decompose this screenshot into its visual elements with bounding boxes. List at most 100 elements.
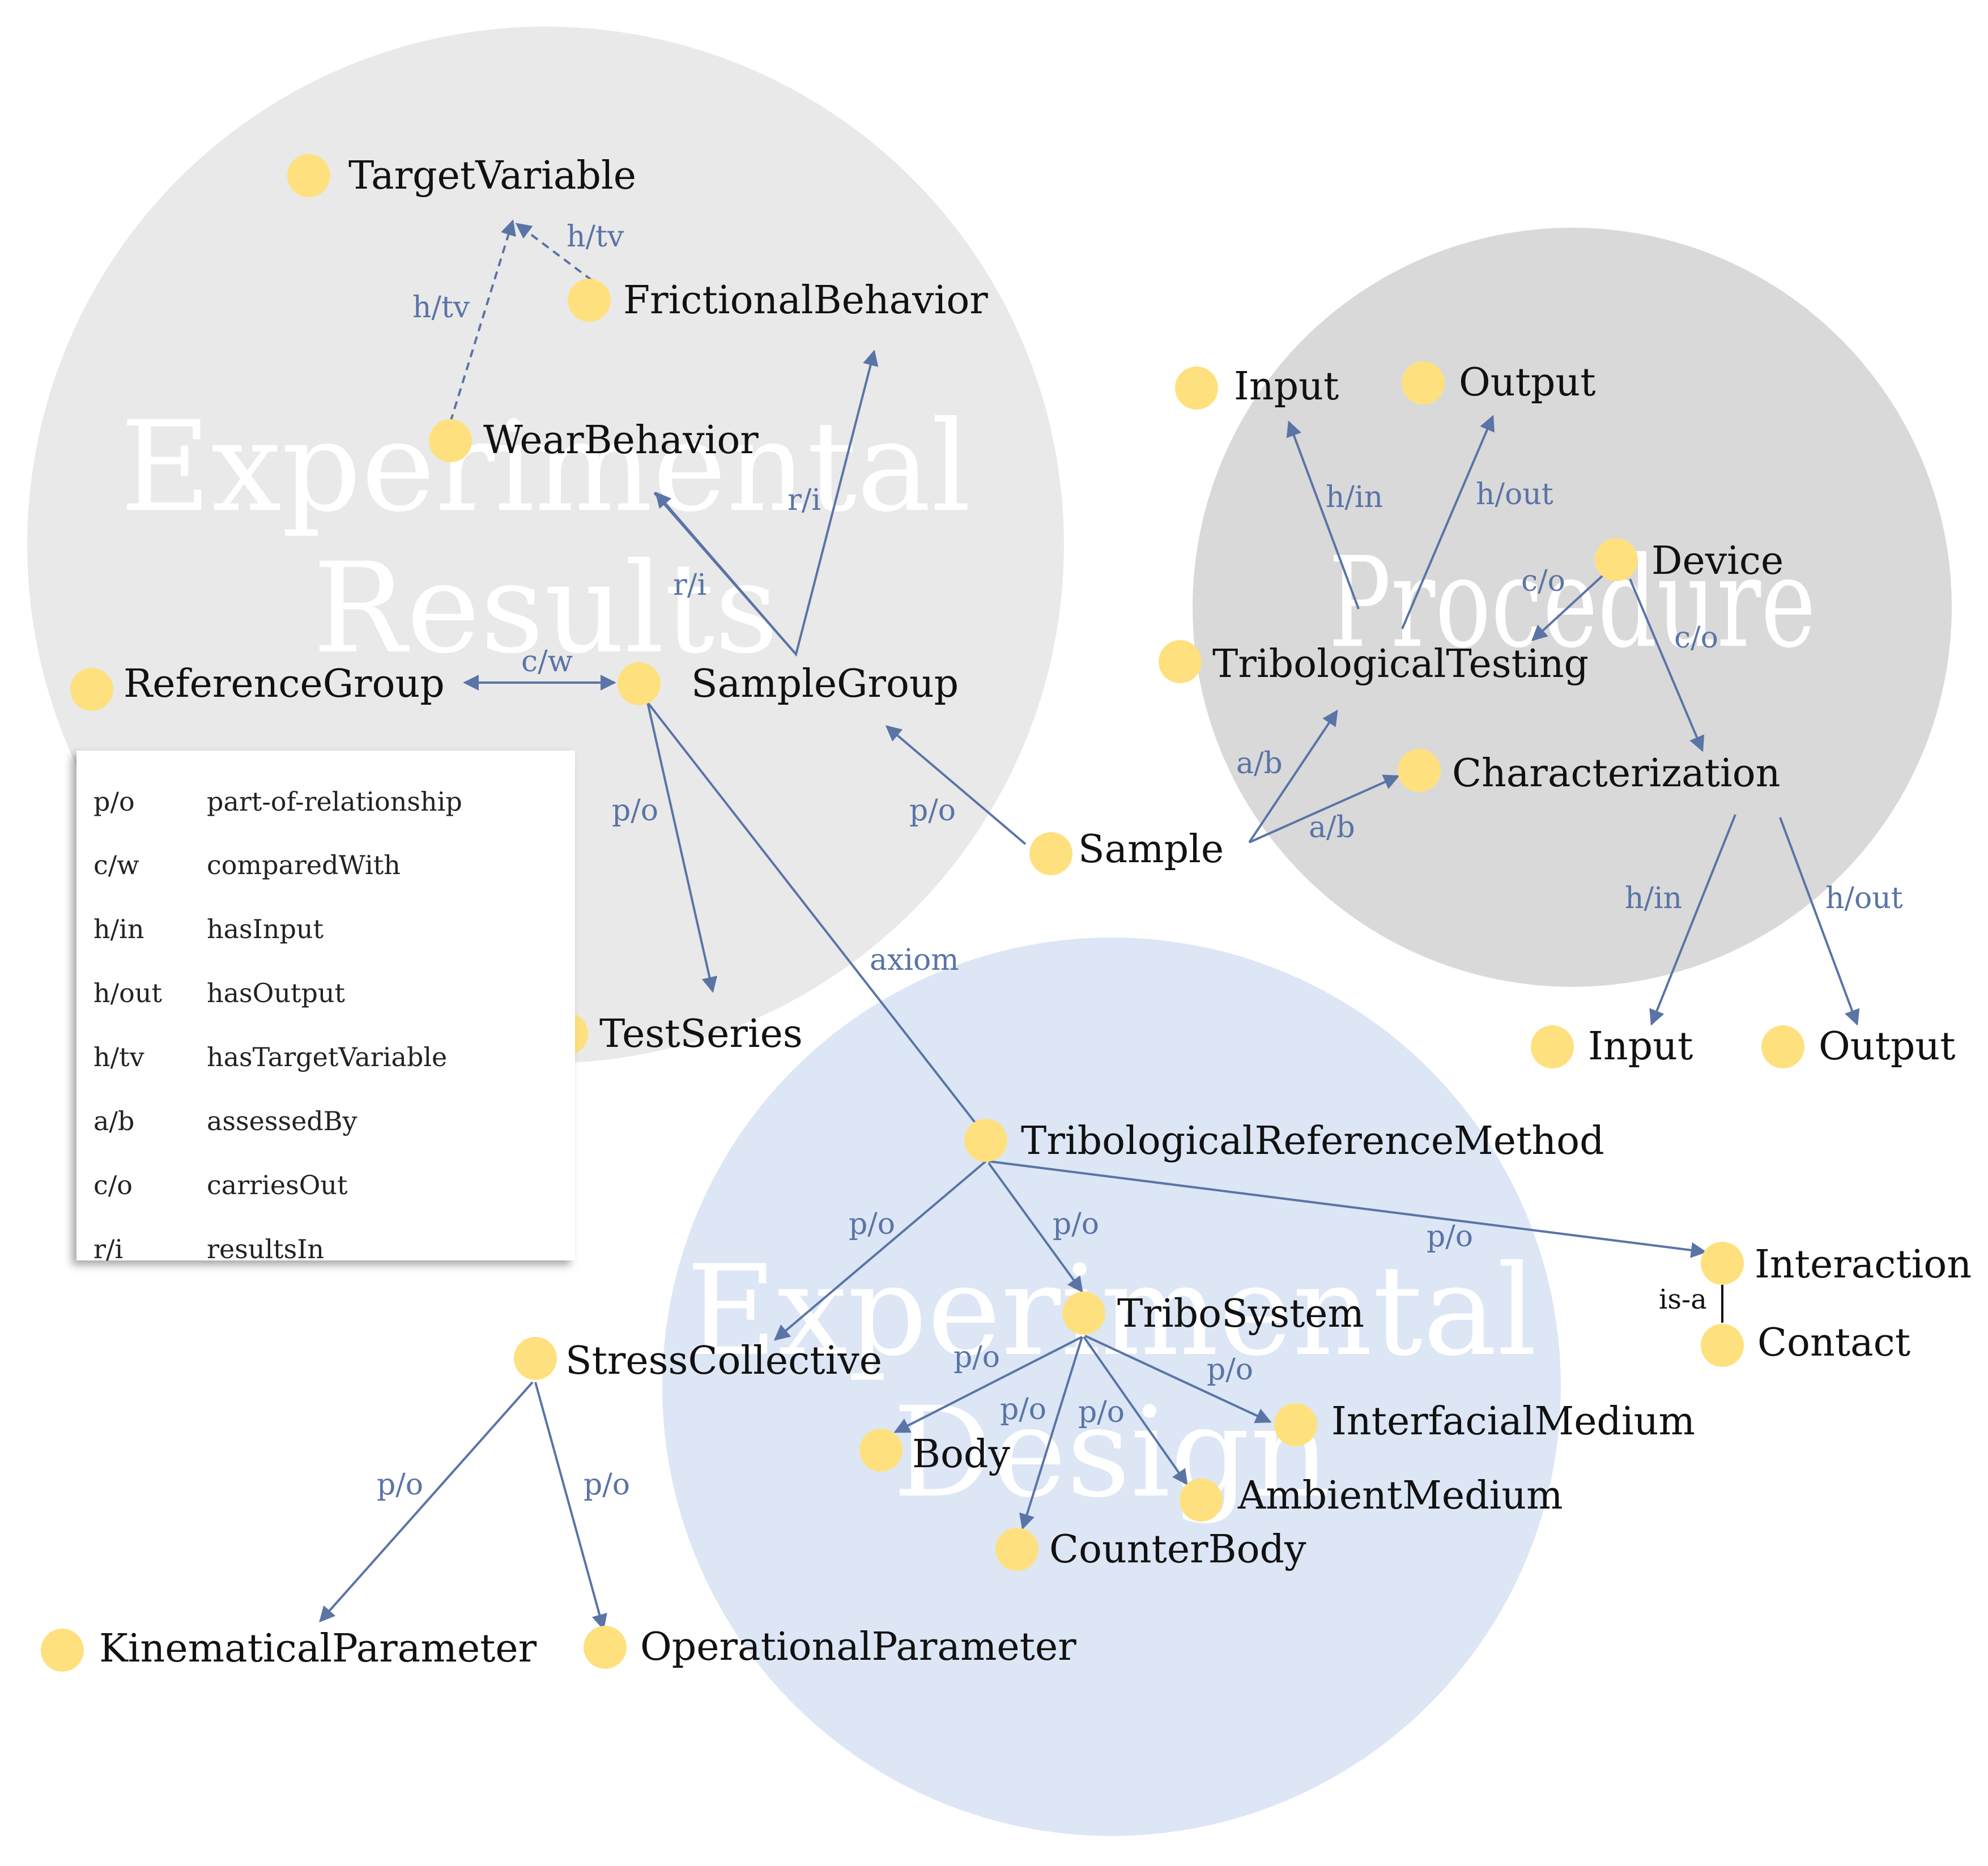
edge-method-stresscollective <box>773 1160 987 1341</box>
legend-meaning: assessedBy <box>207 1106 357 1136</box>
node-dot <box>41 1629 84 1672</box>
edge-stress-operational <box>534 1382 607 1630</box>
edge-device-characterization <box>1629 578 1705 752</box>
cluster-design-label-line2: Design <box>893 1380 1330 1525</box>
edge-testing-input <box>1286 420 1360 610</box>
node-label: OperationalParameter <box>640 1625 1076 1669</box>
legend-abbr: h/out <box>93 978 162 1008</box>
node-tribo-system[interactable]: TriboSystem <box>1062 1292 1364 1336</box>
node-dot <box>1701 1242 1744 1285</box>
node-device[interactable]: Device <box>1595 538 1783 583</box>
edge-labels: h/tv h/tv r/i r/i c/w p/o p/o axiom h/in… <box>377 220 1903 1502</box>
legend-row: a/b assessedBy <box>93 1104 357 1138</box>
node-tribological-testing[interactable]: TribologicalTesting <box>1159 640 1589 687</box>
node-label: ReferenceGroup <box>124 662 445 706</box>
node-output-procedure[interactable]: Output <box>1402 360 1596 405</box>
node-dot <box>584 1626 627 1669</box>
edge-samplegroup-wear <box>655 491 797 655</box>
edge-tribosystem-counterbody <box>1019 1336 1083 1530</box>
legend-meaning: hasTargetVariable <box>207 1042 448 1072</box>
node-dot <box>1175 367 1218 410</box>
edge-label-axiom: axiom <box>870 943 959 977</box>
edge-label-hin-testing: h/in <box>1326 480 1383 514</box>
legend-row: h/out hasOutput <box>93 976 345 1010</box>
node-output-characterization[interactable]: Output <box>1761 1024 1956 1069</box>
node-dot <box>1595 538 1638 581</box>
node-ambient-medium[interactable]: AmbientMedium <box>1180 1473 1563 1522</box>
node-sample[interactable]: Sample <box>1029 827 1224 875</box>
legend-meaning: hasOutput <box>207 978 346 1008</box>
node-counter-body[interactable]: CounterBody <box>995 1527 1306 1572</box>
node-tribological-reference-method[interactable]: TribologicalReferenceMethod <box>964 1119 1604 1164</box>
edge-label-po-ambient: p/o <box>1078 1395 1125 1429</box>
node-label: Body <box>912 1432 1010 1477</box>
node-label: TestSeries <box>599 1012 803 1056</box>
node-test-series[interactable]: TestSeries <box>545 1012 803 1056</box>
legend-row: c/w comparedWith <box>93 848 401 882</box>
node-frictional-behavior[interactable]: FrictionalBehavior <box>568 278 988 323</box>
node-dot <box>514 1337 557 1380</box>
cluster-design-circle <box>662 938 1561 1836</box>
node-interaction[interactable]: Interaction <box>1701 1242 1972 1287</box>
node-input-procedure[interactable]: Input <box>1175 364 1339 410</box>
cluster-results-label-line2: Results <box>313 536 778 681</box>
node-label: TribologicalReferenceMethod <box>1021 1119 1604 1164</box>
node-interfacial-medium[interactable]: InterfacialMedium <box>1274 1399 1695 1446</box>
node-dot <box>859 1429 903 1472</box>
edge-label-ri-frictional: r/i <box>787 483 821 517</box>
edge-label-po-body: p/o <box>953 1340 1000 1374</box>
legend-row: h/tv hasTargetVariable <box>93 1040 447 1074</box>
cluster-procedure-circle <box>1193 228 1952 987</box>
edge-label-po-stress: p/o <box>849 1207 895 1241</box>
node-label: Device <box>1651 539 1783 583</box>
node-dot <box>1180 1479 1223 1522</box>
edge-label-ri-wear: r/i <box>673 568 706 602</box>
legend-abbr: h/tv <box>93 1042 144 1072</box>
edge-stress-kinematical <box>319 1381 534 1623</box>
node-dot <box>1274 1403 1317 1446</box>
legend-abbr: a/b <box>93 1106 135 1136</box>
node-contact[interactable]: Contact <box>1701 1320 1910 1367</box>
edge-label-hout-characterization: h/out <box>1825 881 1903 915</box>
legend-row: r/i resultsIn <box>93 1232 324 1266</box>
node-dot <box>568 279 611 322</box>
node-label: Interaction <box>1755 1242 1972 1287</box>
node-target-variable[interactable]: TargetVariable <box>287 154 636 198</box>
legend-row: p/o part-of-relationship <box>93 785 462 819</box>
edge-tribosystem-ambient <box>1083 1336 1188 1486</box>
node-label: Contact <box>1757 1320 1910 1365</box>
node-kinematical-parameter[interactable]: KinematicalParameter <box>41 1626 537 1672</box>
edge-sample-characterization <box>1249 774 1400 843</box>
edge-label-htv-wear: h/tv <box>412 291 470 325</box>
node-input-characterization[interactable]: Input <box>1531 1024 1693 1069</box>
node-dot <box>964 1119 1007 1162</box>
node-sample-group[interactable]: SampleGroup <box>618 662 959 706</box>
node-dot <box>1029 832 1072 875</box>
node-dot <box>287 154 330 197</box>
edge-tribosystem-interfacial <box>1084 1335 1272 1424</box>
nodes: TargetVariable FrictionalBehavior WearBe… <box>41 154 1972 1672</box>
node-dot <box>1531 1025 1574 1068</box>
node-characterization[interactable]: Characterization <box>1398 749 1781 796</box>
edge-samplegroup-testseries <box>646 702 718 993</box>
legend-row: h/in hasInput <box>93 912 323 946</box>
node-operational-parameter[interactable]: OperationalParameter <box>584 1625 1076 1669</box>
node-stress-collective[interactable]: StressCollective <box>514 1337 882 1383</box>
legend: p/o part-of-relationship c/w comparedWit… <box>76 751 575 1264</box>
node-body[interactable]: Body <box>859 1429 1010 1477</box>
edge-label-ab-characterization: a/b <box>1309 811 1355 845</box>
edge-label-po-counterbody: p/o <box>1000 1392 1046 1426</box>
edge-label-cw: c/w <box>521 645 573 679</box>
node-dot <box>1701 1324 1744 1367</box>
edge-label-po-testseries: p/o <box>612 794 658 828</box>
node-wear-behavior[interactable]: WearBehavior <box>429 418 759 463</box>
edge-label-hout-testing: h/out <box>1476 478 1553 512</box>
node-label: TribologicalTesting <box>1212 642 1589 687</box>
edge-label-po-sample: p/o <box>909 794 956 828</box>
edge-label-htv-frictional: h/tv <box>567 220 624 254</box>
legend-row: c/o carriesOut <box>93 1168 348 1202</box>
edge-characterization-input <box>1649 814 1736 1026</box>
node-reference-group[interactable]: ReferenceGroup <box>70 662 445 711</box>
node-label: FrictionalBehavior <box>623 278 988 323</box>
node-label: Characterization <box>1452 751 1781 796</box>
